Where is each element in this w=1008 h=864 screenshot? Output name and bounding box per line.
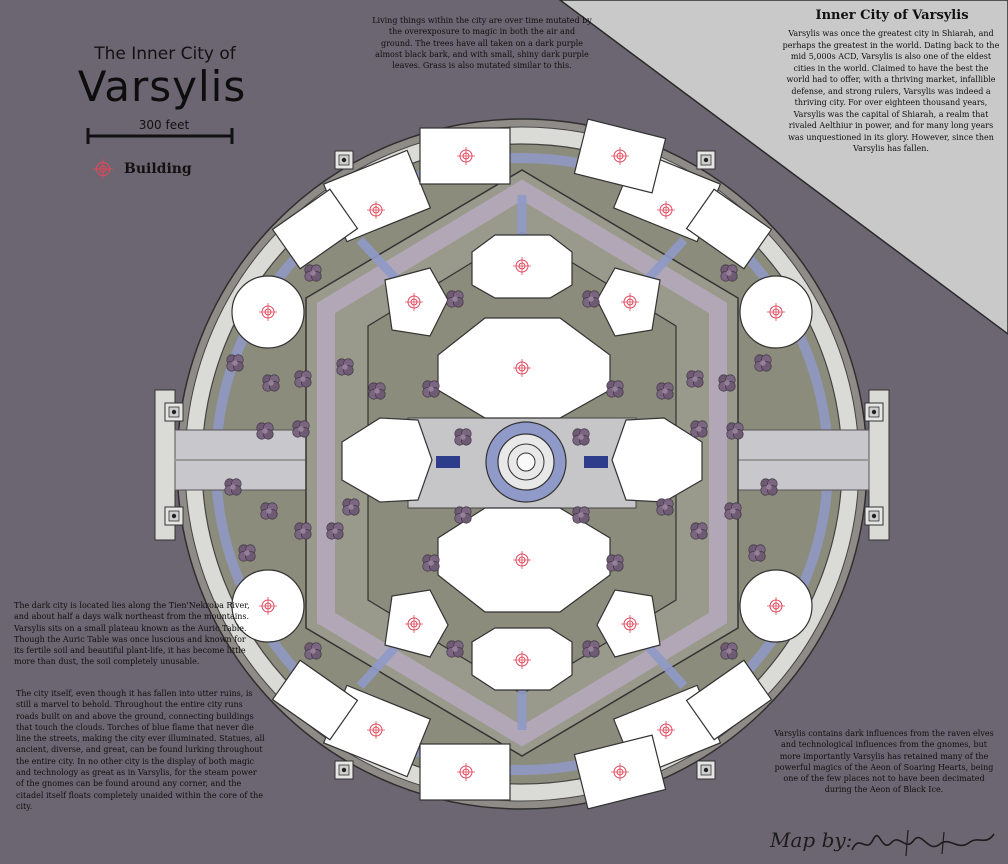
lore-left-text-2: The city itself, even though it has fall… (16, 689, 265, 811)
legend-building-label: Building (124, 161, 192, 177)
legend-building-icon (92, 158, 114, 180)
purple-zone (317, 179, 727, 747)
blue-torches-west (436, 456, 460, 468)
legend-title: Varsylis (77, 62, 247, 111)
scale-label: 300 feet (138, 118, 190, 132)
signature (851, 829, 995, 857)
lore-bottom-right-text: Varsylis contains dark influences from t… (774, 729, 994, 795)
scale-bar (86, 128, 234, 144)
map-credit: Map by: (770, 828, 853, 852)
lore-left-text-1: The dark city is located lies along the … (14, 601, 250, 667)
panel-text: Varsylis was once the greatest city in S… (782, 29, 1000, 153)
blue-torches-east (584, 456, 608, 468)
legend-title-small: The Inner City of (94, 44, 236, 64)
lore-top-text: Living things within the city are over t… (372, 16, 592, 71)
panel-title: Inner City of Varsylis (815, 8, 969, 23)
